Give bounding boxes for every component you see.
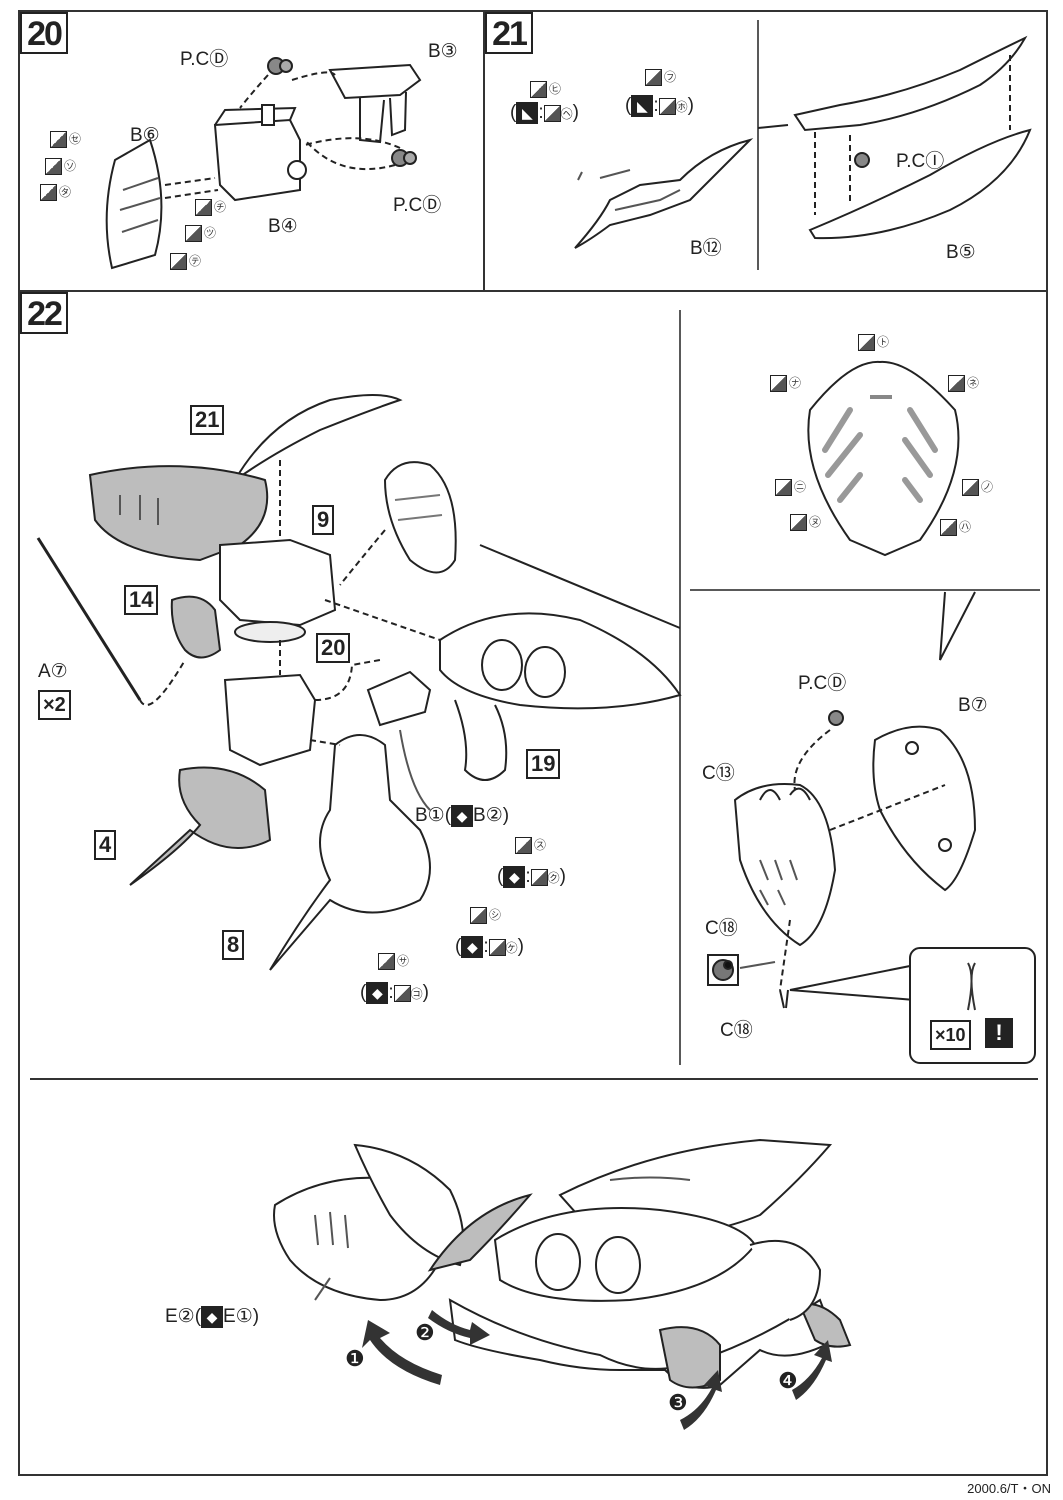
label-b5: B⑤ [946, 242, 976, 263]
label-c18-b: C⑱ [720, 1020, 753, 1041]
label-c13: C⑬ [702, 763, 735, 784]
mark-se: ㋝ [50, 130, 81, 148]
label-pc-d-top: P.CⒹ [180, 49, 229, 70]
label-b6: B⑥ [130, 125, 160, 146]
part-horn-top [793, 35, 1028, 132]
step-number-20: 20 [20, 12, 68, 54]
label-e2-e1: E②(◆E①) [165, 1305, 260, 1328]
mark-shi: ㋛ [470, 906, 501, 924]
mark-chi: ㋠ [195, 198, 226, 216]
step-22-frame [18, 290, 1048, 1476]
paint-note-he: (◣:㋬) [510, 102, 579, 124]
paint-note-ke: (◆:㋘) [455, 936, 524, 958]
mark-te: ㋢ [170, 252, 201, 270]
sub-step-8: 8 [222, 930, 245, 960]
step-marker-1: ❶ [345, 1346, 365, 1371]
mark-ni: ㋥ [775, 478, 806, 496]
mark-na: ㋤ [770, 374, 801, 392]
mark-tsu: ㋡ [185, 224, 216, 242]
part-4-leg [129, 766, 272, 886]
part-9-core [219, 538, 337, 627]
mark-ne: ㋧ [948, 374, 979, 392]
label-c18-a: C⑱ [705, 918, 738, 939]
step-marker-4: ❹ [778, 1368, 798, 1393]
section-divider [30, 1078, 1038, 1080]
final-gray-horn [427, 1193, 533, 1272]
mark-hi: ㋪ [530, 80, 561, 98]
mark-nu: ㋦ [790, 513, 821, 531]
part-b6 [105, 138, 163, 270]
mark-so: ㋞ [45, 157, 76, 175]
paint-note-ko: (◆:㋙) [360, 982, 429, 1004]
part-left-shell [88, 465, 269, 562]
sub-step-20: 20 [316, 633, 351, 663]
part-b4 [213, 118, 301, 202]
label-b1-b2: B①(◆B②) [415, 804, 510, 827]
label-b7: B⑦ [958, 695, 988, 716]
label-pc-i: P.CⒾ [896, 151, 945, 172]
paint-note-ho: (◣:㋭) [625, 95, 694, 117]
mark-su: ㋜ [515, 836, 546, 854]
part-big-shield [807, 360, 960, 557]
warning-icon: ! [985, 1018, 1013, 1048]
part-b1-block [366, 670, 432, 727]
sub-step-4: 4 [94, 830, 117, 860]
part-14-arm [170, 595, 222, 659]
mark-to: ㋣ [858, 333, 889, 351]
mark-fu: ㋫ [645, 68, 676, 86]
final-body [448, 1298, 837, 1389]
sub-step-9: 9 [312, 505, 335, 535]
part-21-horn [234, 394, 403, 481]
qty-x2: ×2 [38, 690, 71, 720]
part-8-leg [269, 734, 431, 971]
step-number-21: 21 [485, 12, 533, 54]
sub-step-19: 19 [526, 749, 561, 779]
part-a7-rod [36, 537, 142, 701]
step-number-22: 22 [20, 292, 68, 334]
label-b12: B⑫ [690, 238, 722, 259]
mark-ha: ㋩ [940, 518, 971, 536]
part-20-body [223, 673, 317, 767]
footer-code: 2000.6/T・ON [967, 1481, 1051, 1496]
step-marker-3: ❸ [668, 1390, 688, 1415]
step-marker-2: ❷ [415, 1320, 435, 1345]
label-a7: A⑦ [38, 661, 68, 682]
part-b3 [328, 63, 422, 100]
label-pc-d-22: P.CⒹ [798, 673, 847, 694]
sub-step-21: 21 [190, 405, 225, 435]
mark-ta: ㋟ [40, 183, 71, 201]
part-b5 [808, 128, 1032, 240]
part-c13 [733, 783, 837, 947]
mark-sa: ㋚ [378, 952, 409, 970]
part-b12 [574, 138, 754, 249]
label-b4: B④ [268, 216, 298, 237]
label-pc-d-bottom: P.CⒹ [393, 195, 442, 216]
final-left-wing [353, 1143, 465, 1267]
part-b7 [872, 725, 977, 892]
qty-x10: ×10 [930, 1020, 971, 1050]
label-b3: B③ [428, 41, 458, 62]
sub-step-14: 14 [124, 585, 159, 615]
paint-note-ku: (◆:㋗) [497, 866, 566, 888]
mark-no: ㋨ [962, 478, 993, 496]
